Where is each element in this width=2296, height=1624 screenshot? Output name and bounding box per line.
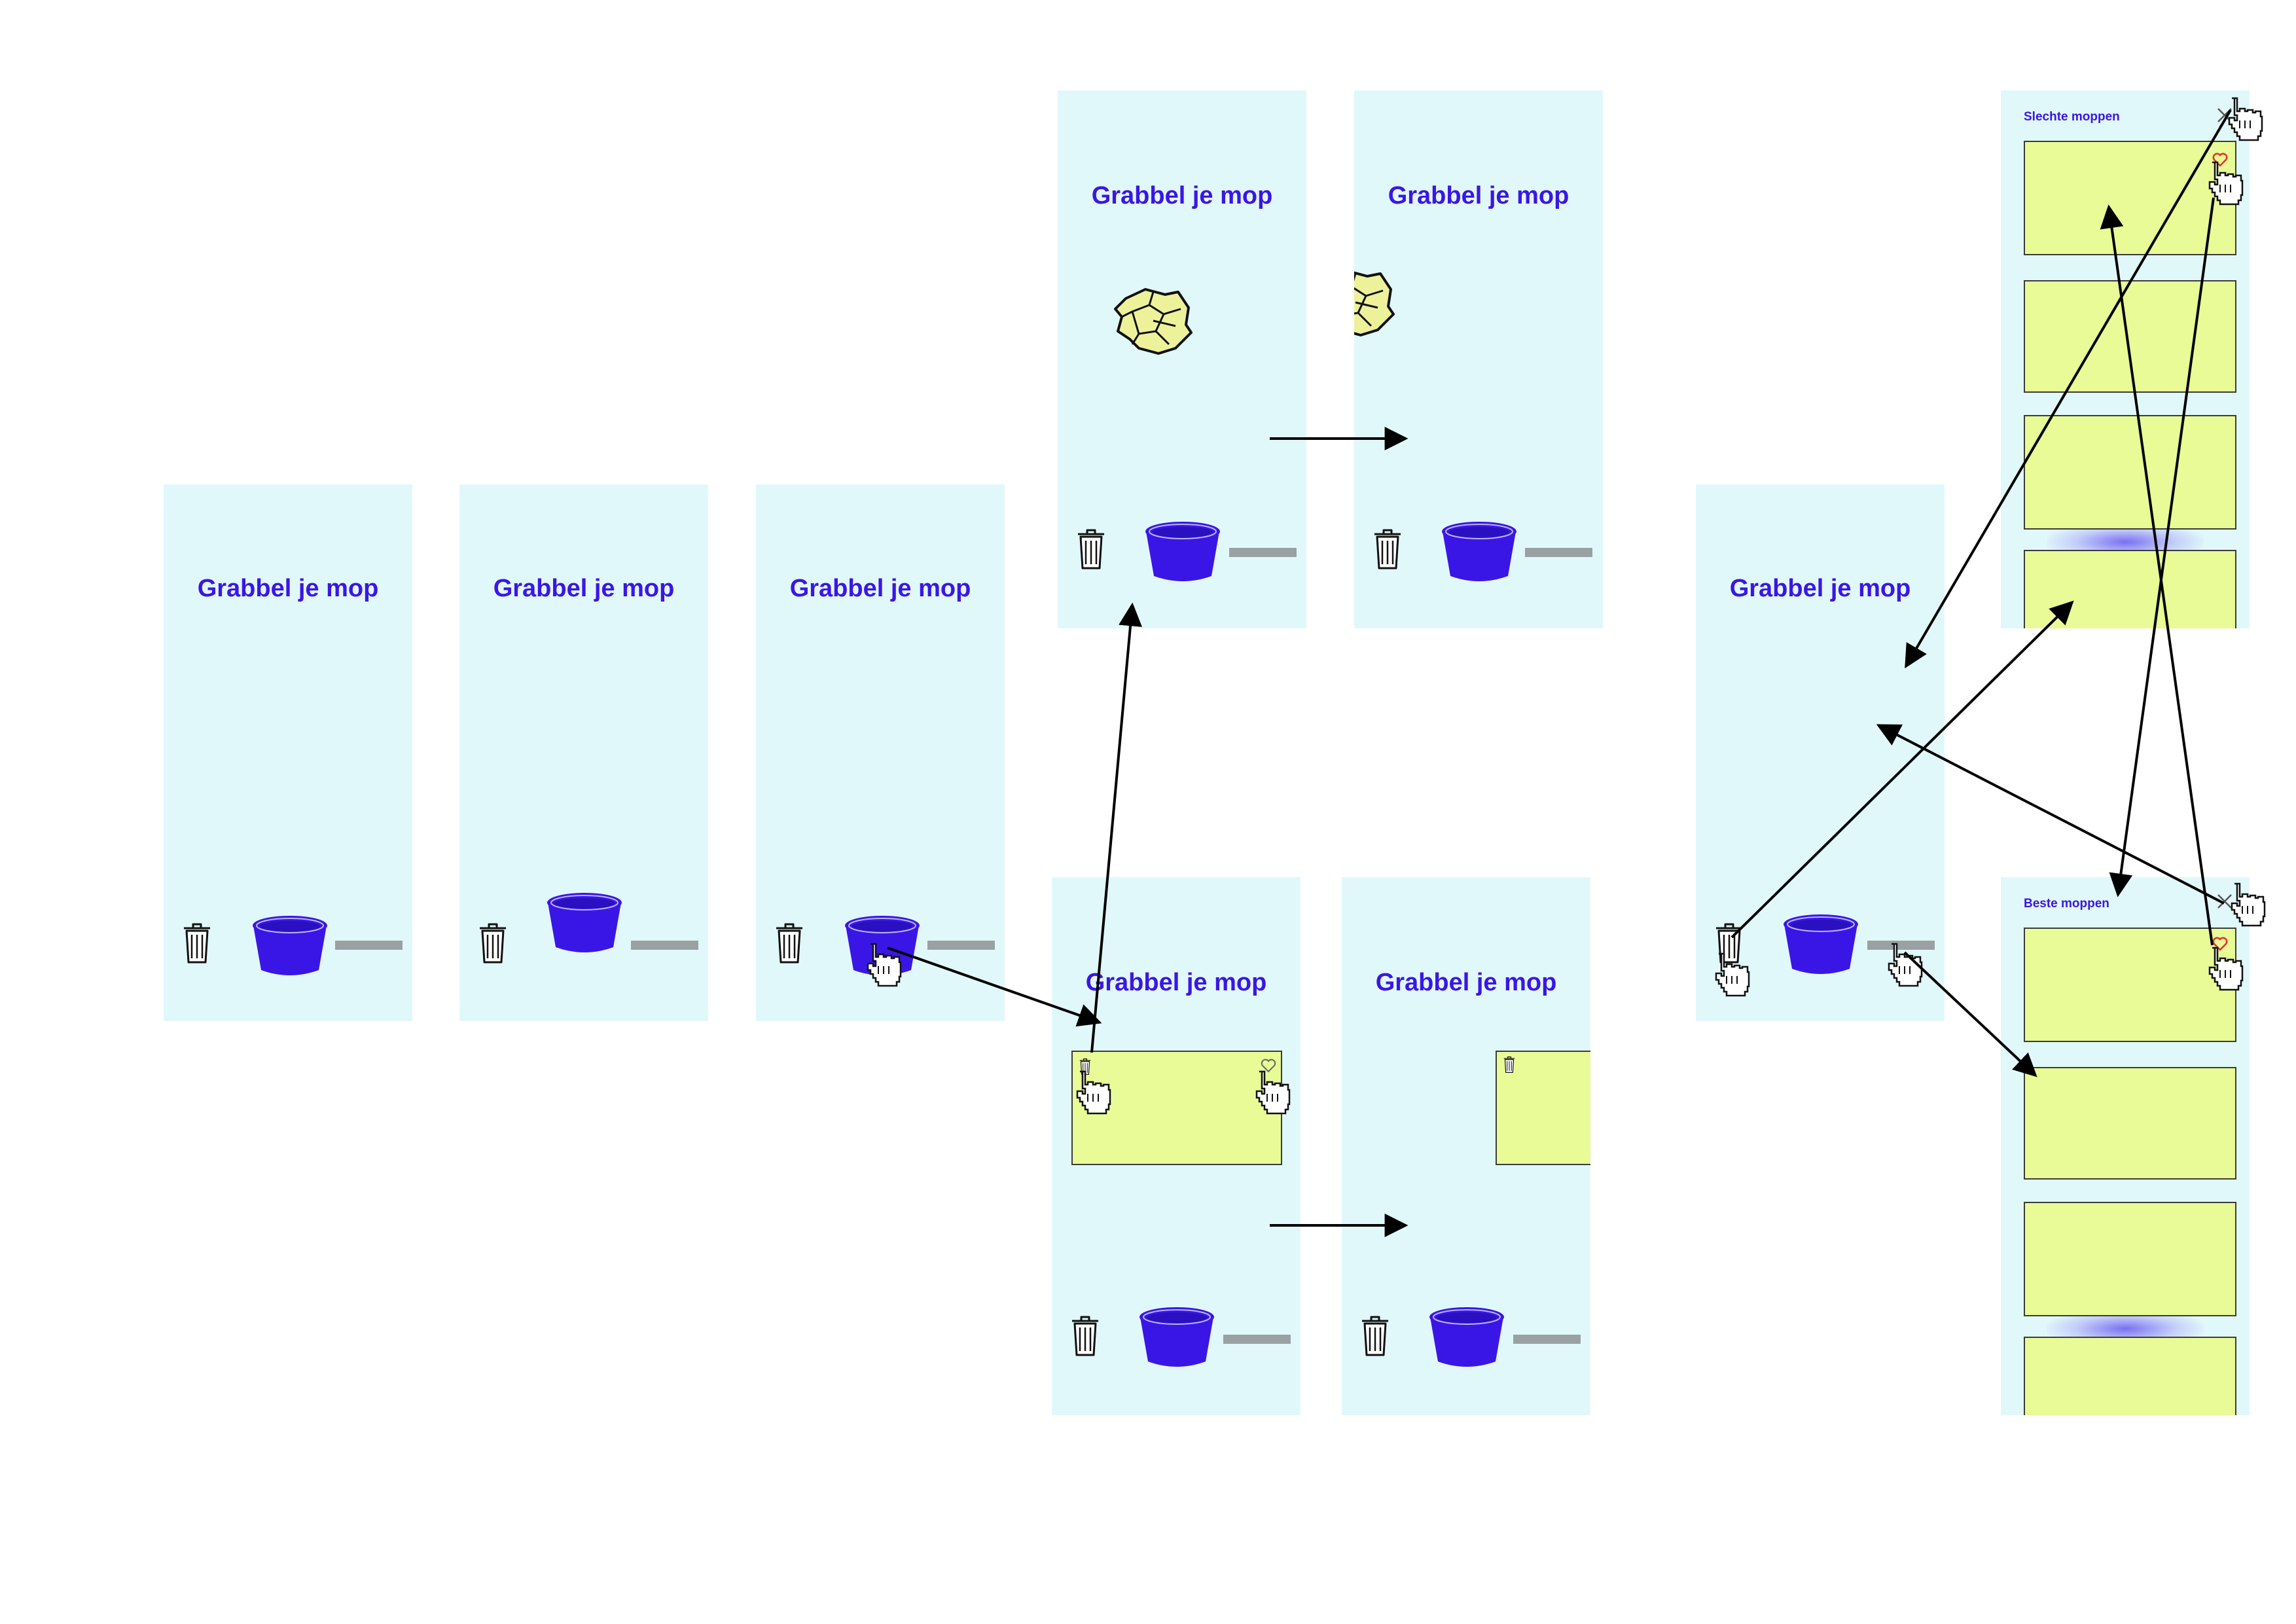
list-item[interactable] [2024, 928, 2236, 1042]
screen-title: Grabbel je mop [1375, 969, 1557, 996]
list-item[interactable] [2024, 280, 2236, 393]
menu-bar-icon[interactable] [1867, 941, 1935, 950]
list-item[interactable] [2024, 415, 2236, 530]
menu-bar-icon[interactable] [927, 941, 995, 950]
flow-arrow [2109, 197, 2215, 897]
menu-bar-icon[interactable] [335, 941, 403, 950]
flow-arrow [887, 947, 1102, 1027]
screen-title: Grabbel je mop [197, 575, 379, 602]
menu-bar-icon[interactable] [1229, 548, 1297, 557]
screen-title: Grabbel je mop [789, 575, 971, 602]
screen-title: Grabbel je mop [493, 575, 675, 602]
menu-bar-icon[interactable] [631, 941, 698, 950]
menu-bar-icon[interactable] [1525, 548, 1592, 557]
list-item[interactable] [2024, 1202, 2236, 1316]
screen-best-jokes: Beste moppen [2001, 877, 2250, 1415]
list-item[interactable] [2024, 1067, 2236, 1180]
flow-arrow [1090, 602, 1143, 1053]
screen-title: Grabbel je mop [1091, 182, 1273, 209]
flow-arrow [2100, 204, 2214, 946]
screen-title: Grabbel je mop [1388, 182, 1570, 209]
screen-title: Grabbel je mop [1729, 575, 1911, 602]
flow-arrow [1905, 109, 2232, 669]
list-item[interactable] [2024, 1337, 2236, 1415]
menu-bar-icon[interactable] [1223, 1335, 1291, 1344]
close-icon[interactable] [2216, 893, 2233, 910]
list-title: Beste moppen [2024, 897, 2109, 911]
flow-arrow [1731, 600, 2074, 939]
flow-arrow [1876, 724, 2225, 905]
flow-arrow [1903, 951, 2037, 1077]
menu-bar-icon[interactable] [1513, 1335, 1581, 1344]
list-title: Slechte moppen [2024, 110, 2120, 124]
screen-bad-jokes: Slechte moppen [2001, 90, 2250, 628]
screen-title: Grabbel je mop [1085, 969, 1267, 996]
